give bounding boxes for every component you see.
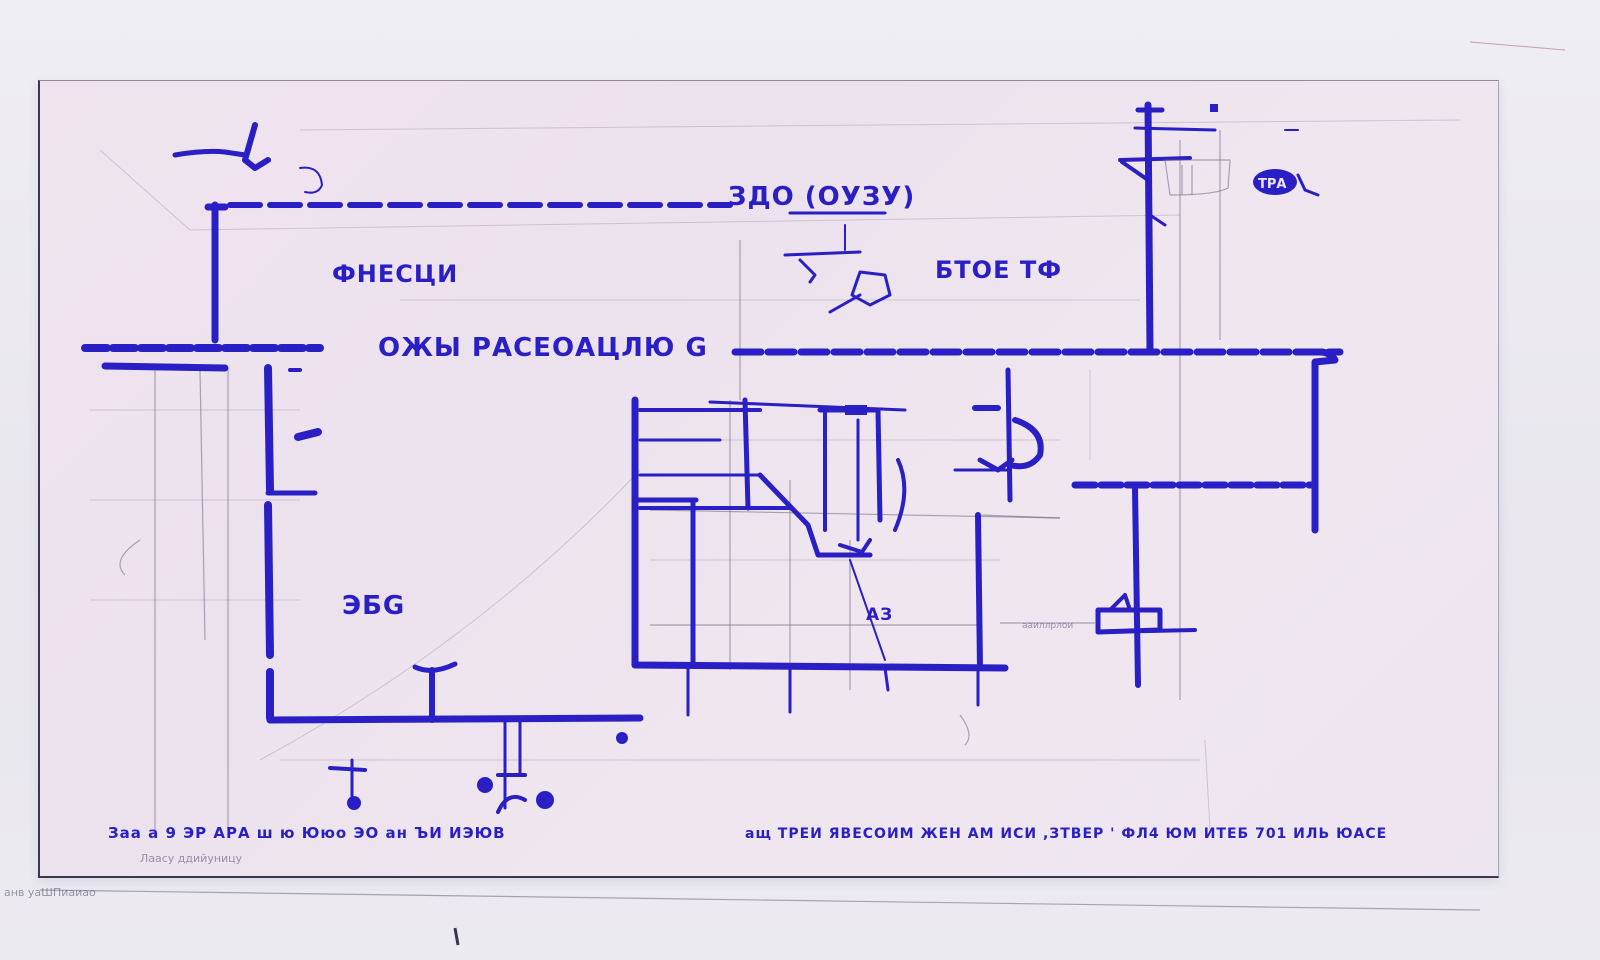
blueprint-sheet bbox=[38, 80, 1499, 878]
right-branch-dashed bbox=[1000, 481, 1316, 688]
below-border-faint-text: Лаасу ддийуницу bbox=[140, 852, 243, 865]
top-right-tag: ТРА bbox=[1253, 169, 1320, 197]
under-sheet-caption: анв уаШПиаиао bbox=[4, 886, 96, 899]
upper-right-label: БТОЕ ТФ bbox=[935, 256, 1062, 284]
upper-left-label: ФНЕСЦИ bbox=[332, 260, 458, 288]
top-line-label: ЗДО (ОУЗУ) bbox=[728, 182, 915, 212]
top-dashed-line bbox=[227, 202, 887, 215]
central-machine-assembly bbox=[631, 396, 1061, 717]
right-mast bbox=[1118, 101, 1299, 354]
left-vertical-connector bbox=[204, 201, 229, 344]
left-rail bbox=[264, 364, 322, 722]
pump-symbol bbox=[953, 367, 1044, 503]
valve-symbol bbox=[783, 224, 892, 314]
stray-mark bbox=[453, 927, 460, 946]
bottom-bus bbox=[266, 661, 644, 814]
stray-pencil-line bbox=[1469, 41, 1566, 51]
main-bus-label: ОЖЫ РАСЕОАЦЛЮ G bbox=[378, 333, 708, 363]
main-bus-line bbox=[81, 344, 1344, 534]
footer-text-left: Заа а 9 ЭР АРА ш ю Ююо ЭО ан ЪИ ИЭЮВ bbox=[108, 824, 506, 842]
top-left-hook-symbol bbox=[172, 122, 323, 194]
footer-text-right: ащ ТРЕИ ЯВЕСОИМ ЖЕН АМ ИСИ ,ЗТВЕР ' ФЛ4 … bbox=[745, 826, 1387, 842]
center-dimension-label: АЗ bbox=[866, 605, 893, 625]
pencil-construction-lines bbox=[39, 119, 1481, 911]
svg-text:ТРА: ТРА bbox=[1258, 177, 1286, 192]
lower-left-label: ЭБG bbox=[342, 591, 405, 621]
right-dimension-label: ааиллрлои bbox=[1022, 621, 1073, 631]
